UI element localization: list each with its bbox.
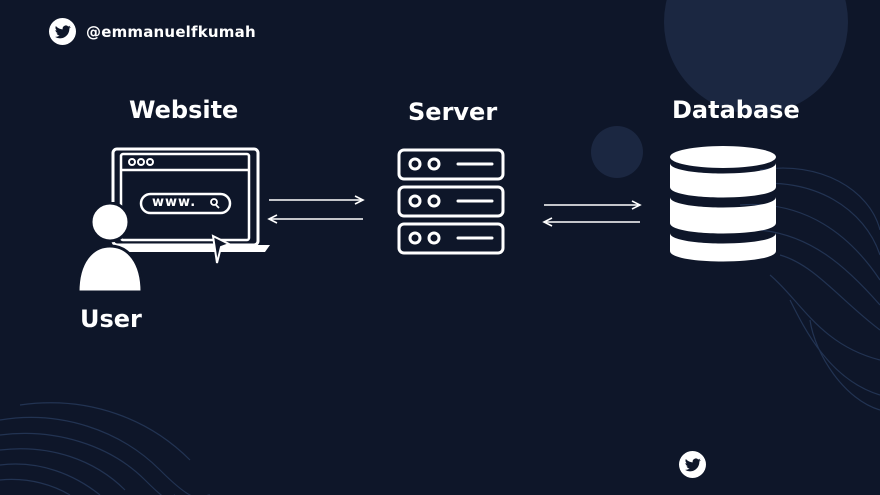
server-label: Server: [408, 98, 498, 126]
decor-circle-large: [664, 0, 848, 114]
database-icon: [670, 146, 776, 262]
decor-circle-small: [591, 126, 643, 178]
laptop-icon: [105, 147, 270, 264]
user-icon: [76, 202, 144, 294]
user-label: User: [80, 305, 142, 333]
database-label: Database: [672, 96, 800, 124]
author-handle[interactable]: @emmanuelfkumah: [86, 22, 256, 41]
website-label: Website: [129, 96, 239, 124]
server-icon: [397, 148, 505, 255]
twitter-icon-bottom[interactable]: [679, 451, 706, 478]
header-handle: @emmanuelfkumah: [49, 18, 256, 45]
website-server-arrows: [267, 195, 365, 224]
url-bar-text: www.: [152, 195, 197, 210]
twitter-icon[interactable]: [49, 18, 76, 45]
decor-waves-left: [0, 402, 210, 495]
server-database-arrows: [542, 200, 642, 227]
